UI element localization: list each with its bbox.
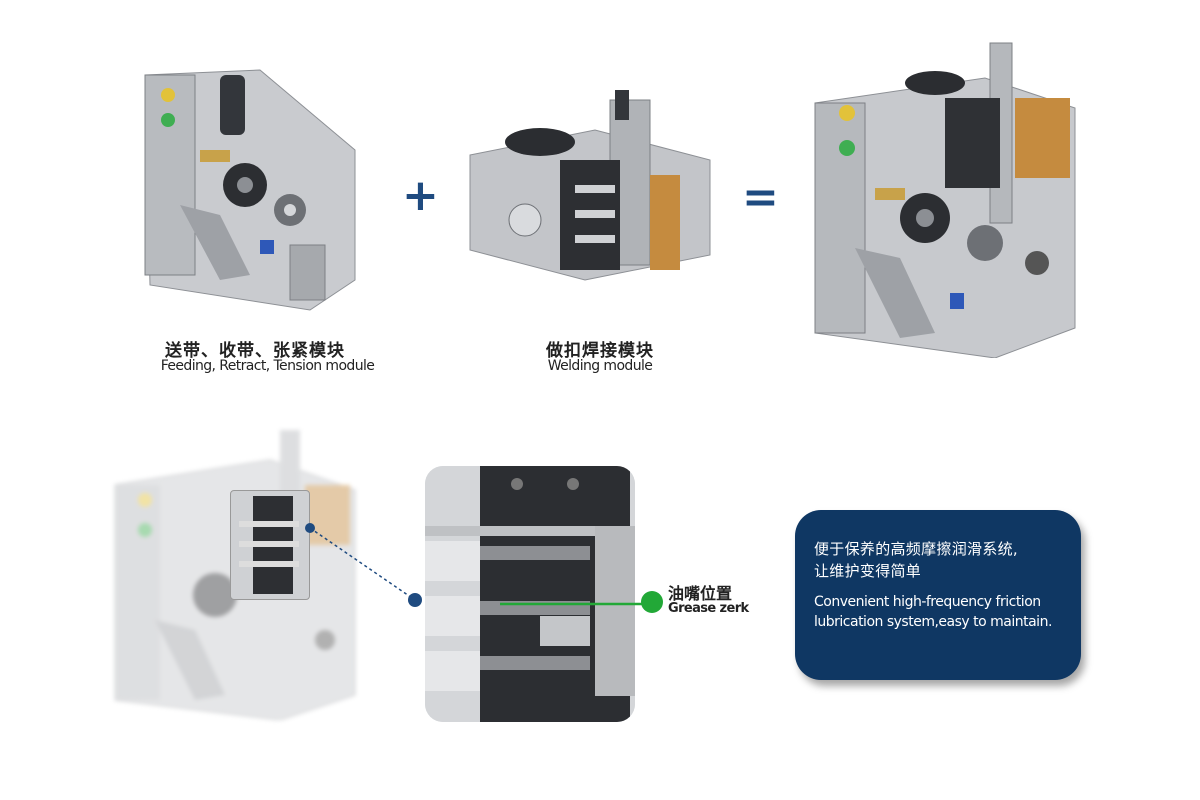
feeding-module-label-cn: 送带、收带、张紧模块: [165, 341, 345, 361]
grease-zerk-detail-image: [425, 466, 635, 722]
info-text-en: Convenient high-frequency friction lubri…: [814, 592, 1052, 632]
welding-module-label-cn: 做扣焊接模块: [546, 341, 654, 361]
info-en-line: lubrication system,easy to maintain.: [814, 614, 1052, 630]
info-cn-line: 便于保养的高频摩擦润滑系统,: [814, 540, 1018, 558]
welding-module-image: [469, 90, 711, 281]
plus-operator: +: [402, 170, 439, 221]
grease-zerk-label-cn: 油嘴位置: [668, 584, 733, 603]
combined-machine-image: [814, 42, 1076, 358]
grease-zerk-label-en: Grease zerk: [668, 601, 749, 616]
feeding-module-image: [144, 69, 356, 311]
zoom-source-inset: [230, 490, 310, 600]
grease-zerk-pointer: [500, 591, 663, 613]
info-cn-line: 让维护变得简单: [814, 562, 922, 580]
feeding-module-label-en: Feeding, Retract, Tension module: [160, 358, 375, 374]
equals-operator: =: [742, 172, 779, 223]
info-en-line: Convenient high-frequency friction: [814, 594, 1041, 610]
info-text-cn: 便于保养的高频摩擦润滑系统, 让维护变得简单: [814, 538, 1018, 582]
zoom-connector-line: [305, 523, 422, 607]
maintenance-info-card: 便于保养的高频摩擦润滑系统, 让维护变得简单 Convenient high-f…: [795, 510, 1081, 680]
welding-module-label-en: Welding module: [547, 358, 653, 374]
